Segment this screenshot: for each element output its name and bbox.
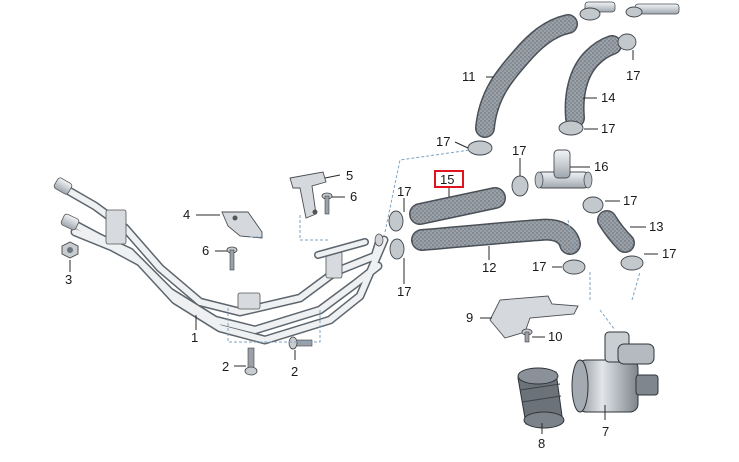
coolant-hose-11[interactable] [475, 14, 578, 138]
callout-17-top-right[interactable]: 17 [626, 68, 640, 83]
callout-17-clamp-a[interactable]: 17 [532, 259, 546, 274]
callout-16[interactable]: 16 [594, 159, 608, 174]
nut-3[interactable] [61, 241, 79, 259]
coolant-pump-7[interactable] [571, 331, 659, 413]
leader-lines [69, 50, 658, 434]
callout-17-hose11[interactable]: 17 [436, 134, 450, 149]
callout-17-tee[interactable]: 17 [512, 143, 526, 158]
coolant-hose-14[interactable] [564, 35, 622, 128]
callout-15[interactable]: 15 [440, 172, 454, 187]
mounting-bracket-4[interactable] [221, 211, 263, 239]
coolant-pipe-assembly[interactable] [53, 177, 389, 345]
callout-4[interactable]: 4 [183, 207, 190, 222]
callout-17-upper-left[interactable]: 17 [397, 184, 411, 199]
callout-7[interactable]: 7 [602, 424, 609, 439]
callout-17-lower-left[interactable]: 17 [397, 284, 411, 299]
callout-14[interactable]: 14 [601, 90, 615, 105]
mounting-bracket-9[interactable] [489, 295, 579, 339]
coolant-hose-13[interactable] [597, 210, 635, 253]
callout-6-upper[interactable]: 6 [350, 189, 357, 204]
callout-6-lower[interactable]: 6 [202, 243, 209, 258]
bolt-2-right[interactable] [288, 336, 313, 350]
callout-3[interactable]: 3 [65, 272, 72, 287]
callout-1[interactable]: 1 [191, 330, 198, 345]
callout-8[interactable]: 8 [538, 436, 545, 451]
callout-2-left[interactable]: 2 [222, 359, 229, 374]
callout-13[interactable]: 13 [649, 219, 663, 234]
assembly-guide-lines [227, 149, 641, 343]
screw-6-upper[interactable] [321, 192, 333, 215]
bolt-2-left[interactable] [244, 347, 258, 376]
callouts: 1 2 2 3 4 5 6 6 7 8 9 10 11 12 13 14 15 … [65, 68, 676, 451]
callout-17-hose14[interactable]: 17 [601, 121, 615, 136]
callout-11[interactable]: 11 [462, 69, 476, 84]
mounting-bracket-5[interactable] [289, 171, 327, 219]
highlight-box [434, 170, 464, 188]
callout-17-hose13[interactable]: 17 [623, 193, 637, 208]
screw-6-lower[interactable] [226, 246, 238, 271]
callout-12[interactable]: 12 [482, 260, 496, 275]
callout-2-right[interactable]: 2 [291, 364, 298, 379]
coolant-hose-15[interactable] [409, 187, 506, 225]
callout-5[interactable]: 5 [346, 168, 353, 183]
callout-9[interactable]: 9 [466, 310, 473, 325]
callout-10[interactable]: 10 [548, 329, 562, 344]
hose-clamp[interactable] [388, 6, 644, 275]
rubber-mount-8[interactable] [517, 367, 565, 429]
callout-17-clamp-b[interactable]: 17 [662, 246, 676, 261]
screw-10[interactable] [521, 328, 533, 343]
coolant-hose-12[interactable] [411, 218, 581, 255]
t-piece-16[interactable] [534, 149, 593, 189]
